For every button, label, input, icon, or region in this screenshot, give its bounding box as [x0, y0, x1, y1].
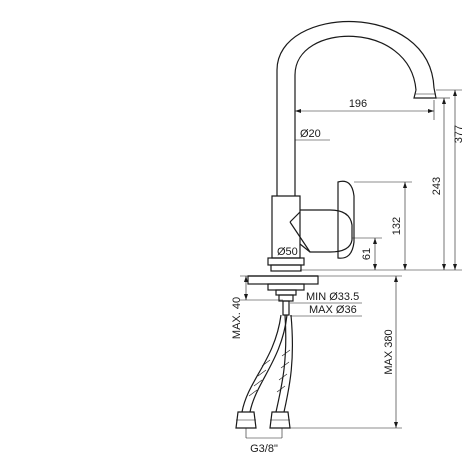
thread-label: G3/8"	[250, 443, 278, 455]
dimension-arrows	[244, 90, 457, 428]
lever-height-label: 132	[391, 217, 403, 235]
total-height-label: 377	[453, 125, 465, 143]
max-hole-label: MAX Ø36	[309, 304, 357, 316]
hose-length-label: MAX 380	[383, 329, 395, 374]
max-deck-label: MAX. 40	[231, 297, 243, 339]
dimension-lines	[240, 89, 462, 439]
min-hole-label: MIN Ø33.5	[306, 291, 359, 303]
pipe-diameter-label: Ø20	[300, 128, 321, 140]
faucet-body	[247, 21, 437, 316]
supply-hoses	[235, 314, 293, 429]
base-height-label: 61	[361, 248, 373, 260]
base-diameter-label: Ø50	[277, 246, 298, 258]
spout-reach-label: 196	[349, 98, 367, 110]
spout-height-label: 243	[431, 177, 443, 195]
